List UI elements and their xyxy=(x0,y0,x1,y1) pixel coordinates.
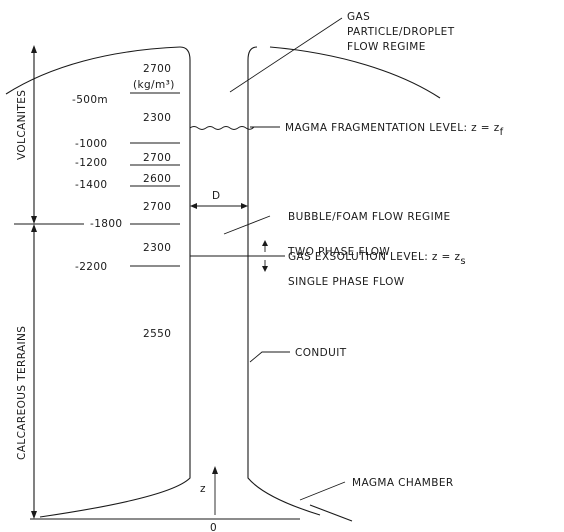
depth-1200: -1200 xyxy=(75,157,108,169)
density-value-4: 2600 xyxy=(143,173,171,185)
calcareous-bottom-arrow xyxy=(31,511,37,519)
z-axis-label: z xyxy=(200,483,206,495)
conduit-label: CONDUIT xyxy=(295,347,347,359)
calcareous-terrains-label: CALCAREOUS TERRAINS xyxy=(16,326,28,460)
density-value-6: 2300 xyxy=(143,242,171,254)
fragmentation-wavy-line xyxy=(190,127,254,130)
bottom-right-edge xyxy=(310,505,352,521)
origin-label: 0 xyxy=(210,522,217,532)
depth-500: -500m xyxy=(72,94,108,106)
diameter-label: D xyxy=(212,190,221,202)
calcareous-top-arrow xyxy=(31,224,37,232)
diameter-arrow-left xyxy=(190,203,197,209)
bubble-regime-leader xyxy=(224,216,270,234)
volcanites-bottom-arrow xyxy=(31,216,37,224)
depth-1000: -1000 xyxy=(75,138,108,150)
bubble-foam-label: BUBBLE/FOAM FLOW REGIME xyxy=(288,211,451,223)
density-value-2: 2300 xyxy=(143,112,171,124)
density-unit: (kg/m³) xyxy=(133,79,175,91)
density-value-top: 2700 xyxy=(143,63,171,75)
right-ground-surface xyxy=(270,47,440,98)
depth-1800: -1800 xyxy=(90,218,123,230)
diameter-arrow-right xyxy=(241,203,248,209)
volcanites-top-arrow xyxy=(31,45,37,53)
gas-label-line-3: FLOW REGIME xyxy=(347,41,426,53)
conduit-leader xyxy=(250,352,290,362)
exsolution-down-arrow xyxy=(262,266,268,272)
single-phase-flow-label: SINGLE PHASE FLOW xyxy=(288,276,405,288)
density-value-3: 2700 xyxy=(143,152,171,164)
magma-chamber-leader xyxy=(300,482,345,500)
density-value-7: 2550 xyxy=(143,328,171,340)
magma-chamber-label: MAGMA CHAMBER xyxy=(352,477,454,489)
gas-label-line-2: PARTICLE/DROPLET xyxy=(347,26,455,38)
exsolution-up-arrow xyxy=(262,240,268,246)
exsolution-label: GAS EXSOLUTION LEVEL: z = zs xyxy=(288,251,466,267)
depth-2200: -2200 xyxy=(75,261,108,273)
density-value-5: 2700 xyxy=(143,201,171,213)
gas-label-line-1: GAS xyxy=(347,11,370,23)
z-axis-arrowhead xyxy=(212,466,218,474)
volcanites-label: VOLCANITES xyxy=(16,90,28,160)
fragmentation-label: MAGMA FRAGMENTATION LEVEL: z = zf xyxy=(285,122,504,138)
depth-1400: -1400 xyxy=(75,179,108,191)
